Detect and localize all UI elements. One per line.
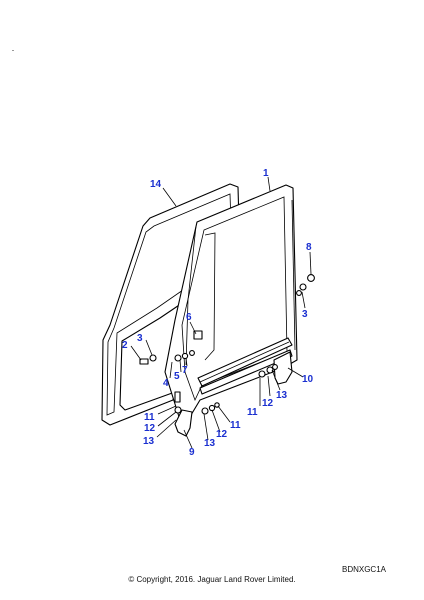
callout-labels: 14 1 8 3 6 3 2 5 7 4 10 12 13 11 11 12 1… (122, 168, 314, 458)
callout-11-right: 11 (247, 407, 258, 418)
callout-11-left: 11 (144, 412, 155, 423)
callout-10: 10 (302, 374, 314, 385)
callout-1: 1 (263, 168, 269, 179)
callout-6: 6 (186, 312, 192, 323)
callout-8: 8 (306, 242, 312, 253)
copyright-notice: © Copyright, 2016. Jaguar Land Rover Lim… (128, 575, 296, 584)
leader-lines (130, 176, 312, 449)
callout-9: 9 (189, 447, 195, 458)
callout-4: 4 (163, 378, 169, 389)
callout-14: 14 (150, 179, 162, 190)
reference-code: BDNXGC1A (341, 565, 386, 574)
fasteners (139, 274, 315, 415)
callout-13-center: 13 (204, 438, 216, 449)
callout-12-left: 12 (144, 423, 156, 434)
callout-7: 7 (182, 365, 188, 376)
bracket-9 (174, 409, 193, 437)
callout-3-left: 3 (137, 333, 143, 344)
callout-3-right: 3 (302, 309, 308, 320)
callout-12-center: 12 (216, 429, 228, 440)
scan-speck (12, 50, 14, 51)
callout-13-right: 13 (276, 390, 288, 401)
callout-2: 2 (122, 340, 128, 351)
regulator-rail (197, 337, 293, 395)
callout-5: 5 (174, 371, 180, 382)
callout-13-left: 13 (143, 436, 155, 447)
callout-12-right: 12 (262, 398, 274, 409)
callout-11-center: 11 (230, 420, 241, 431)
